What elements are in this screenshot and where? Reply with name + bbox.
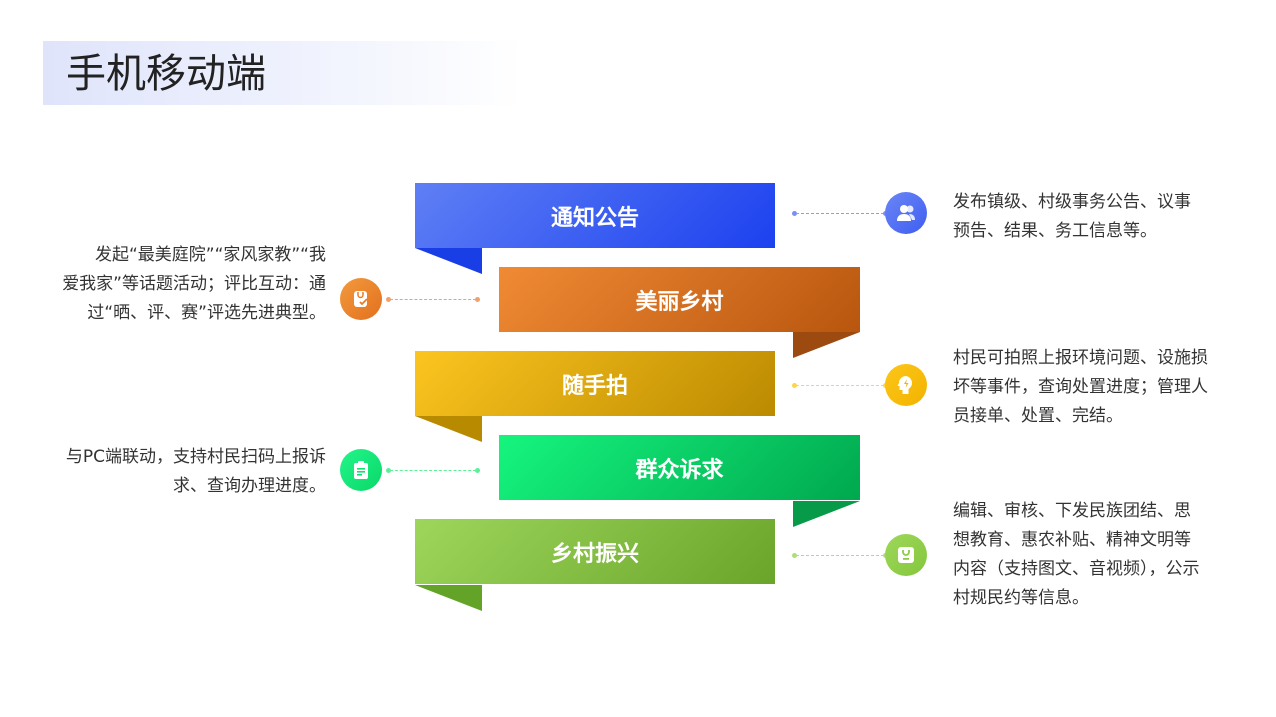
rural-revitalization-description: 编辑、审核、下发民族团结、思想教育、惠农补贴、精神文明等内容（支持图文、音视频）…	[953, 501, 1200, 608]
band-fold	[415, 248, 482, 274]
connector-dot	[792, 383, 797, 388]
connector-dot	[792, 211, 797, 216]
clipboard-check-icon	[340, 278, 382, 320]
band-label: 群众诉求	[635, 457, 724, 483]
band-label: 乡村振兴	[550, 541, 639, 567]
connector-line	[796, 385, 884, 386]
badge-icon	[885, 534, 927, 576]
connector-line	[390, 299, 476, 300]
connector-line	[796, 555, 884, 556]
snapshot-description: 村民可拍照上报环境问题、设施损坏等事件，查询处置进度；管理人员接单、处置、完结。	[953, 348, 1208, 426]
band-fold	[793, 501, 860, 527]
band-snapshot: 随手拍	[415, 351, 775, 416]
band-fold	[415, 585, 482, 611]
connector-dot	[792, 553, 797, 558]
users-icon	[885, 192, 927, 234]
notice-description: 发布镇级、村级事务公告、议事预告、结果、务工信息等。	[953, 192, 1191, 241]
beautiful-village-description: 发起“最美庭院”“家风家教”“我爱我家”等话题活动；评比互动：通过“晒、评、赛”…	[62, 245, 326, 323]
band-fold	[415, 416, 482, 442]
band-label: 通知公告	[550, 205, 639, 231]
band-label: 美丽乡村	[635, 289, 724, 315]
connector-dot	[386, 468, 391, 473]
title-banner	[43, 41, 523, 105]
band-rural-revitalization: 乡村振兴	[415, 519, 775, 584]
band-notice: 通知公告	[415, 183, 775, 248]
band-beautiful-village: 美丽乡村	[499, 267, 860, 332]
connector-dot	[475, 468, 480, 473]
connector-dot	[386, 297, 391, 302]
band-fold	[793, 332, 860, 358]
public-appeals-description: 与PC端联动，支持村民扫码上报诉求、查询办理进度。	[65, 447, 326, 496]
page-title: 手机移动端	[66, 51, 266, 97]
connector-dot	[475, 297, 480, 302]
connector-line	[390, 470, 476, 471]
band-public-appeals: 群众诉求	[499, 435, 860, 500]
clipboard-list-icon	[340, 449, 382, 491]
connector-line	[796, 213, 884, 214]
lightbulb-head-icon	[885, 364, 927, 406]
band-label: 随手拍	[561, 373, 628, 399]
